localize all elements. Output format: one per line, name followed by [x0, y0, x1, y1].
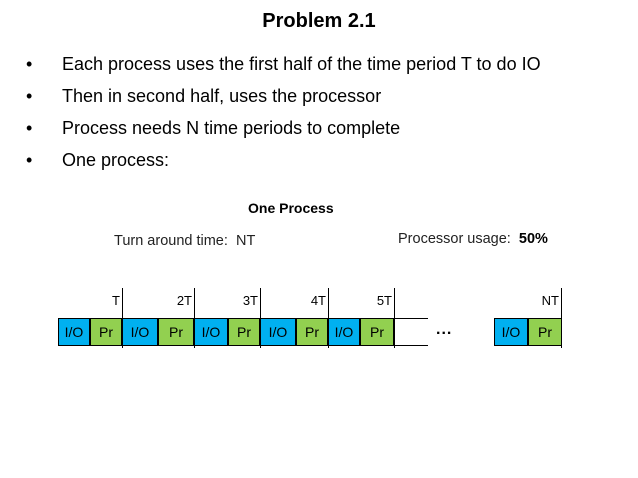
tick-label: 5T	[376, 293, 392, 308]
tick-label: 3T	[242, 293, 258, 308]
bullet-text: Each process uses the first half of the …	[62, 54, 541, 74]
io-segment: I/O	[122, 318, 158, 346]
tick-line	[260, 288, 261, 348]
turnaround-time: Turn around time: NT	[114, 233, 255, 249]
io-segment: I/O	[58, 318, 90, 346]
bullet-text: Process needs N time periods to complete	[62, 118, 401, 138]
io-segment: I/O	[260, 318, 296, 346]
processor-segment: Pr	[528, 318, 562, 346]
processor-segment: Pr	[158, 318, 194, 346]
processor-segment: Pr	[296, 318, 328, 346]
bullet-dot: •	[26, 54, 33, 74]
tick-label: NT	[541, 293, 559, 308]
tick-label: 4T	[310, 293, 326, 308]
bullet-dot: •	[26, 86, 33, 106]
processor-segment: Pr	[360, 318, 394, 346]
bullet-text: Then in second half, uses the processor	[62, 86, 382, 106]
tick-line	[561, 288, 562, 348]
diagram-title: One Process	[248, 200, 334, 216]
bullet-text: One process:	[62, 150, 170, 170]
usage-value: 50%	[518, 231, 548, 247]
bullet-dot: •	[26, 150, 33, 170]
processor-segment: Pr	[228, 318, 260, 346]
bullet-item: • One process:	[22, 144, 541, 176]
tick-label: T	[112, 293, 120, 308]
usage-label: Processor usage:	[398, 231, 511, 247]
io-segment: I/O	[328, 318, 360, 346]
bullet-item: • Each process uses the first half of the…	[22, 48, 541, 80]
turnaround-value: NT	[235, 233, 256, 249]
io-segment: I/O	[494, 318, 528, 346]
bullet-list: • Each process uses the first half of the…	[22, 48, 541, 176]
tick-line	[122, 288, 123, 348]
tick-line	[328, 288, 329, 348]
bullet-dot: •	[26, 118, 33, 138]
processor-usage: Processor usage: 50%	[398, 231, 548, 247]
bullet-item: • Process needs N time periods to complet…	[22, 112, 541, 144]
io-segment: I/O	[194, 318, 228, 346]
bullet-item: • Then in second half, uses the processor	[22, 80, 541, 112]
timeline-ellipsis: ...	[436, 321, 453, 338]
tick-label: 2T	[176, 293, 192, 308]
turnaround-label: Turn around time:	[114, 233, 228, 249]
processor-segment: Pr	[90, 318, 122, 346]
empty-period	[394, 318, 428, 346]
slide-title: Problem 2.1	[262, 10, 376, 32]
tick-line	[394, 288, 395, 348]
tick-line	[194, 288, 195, 348]
